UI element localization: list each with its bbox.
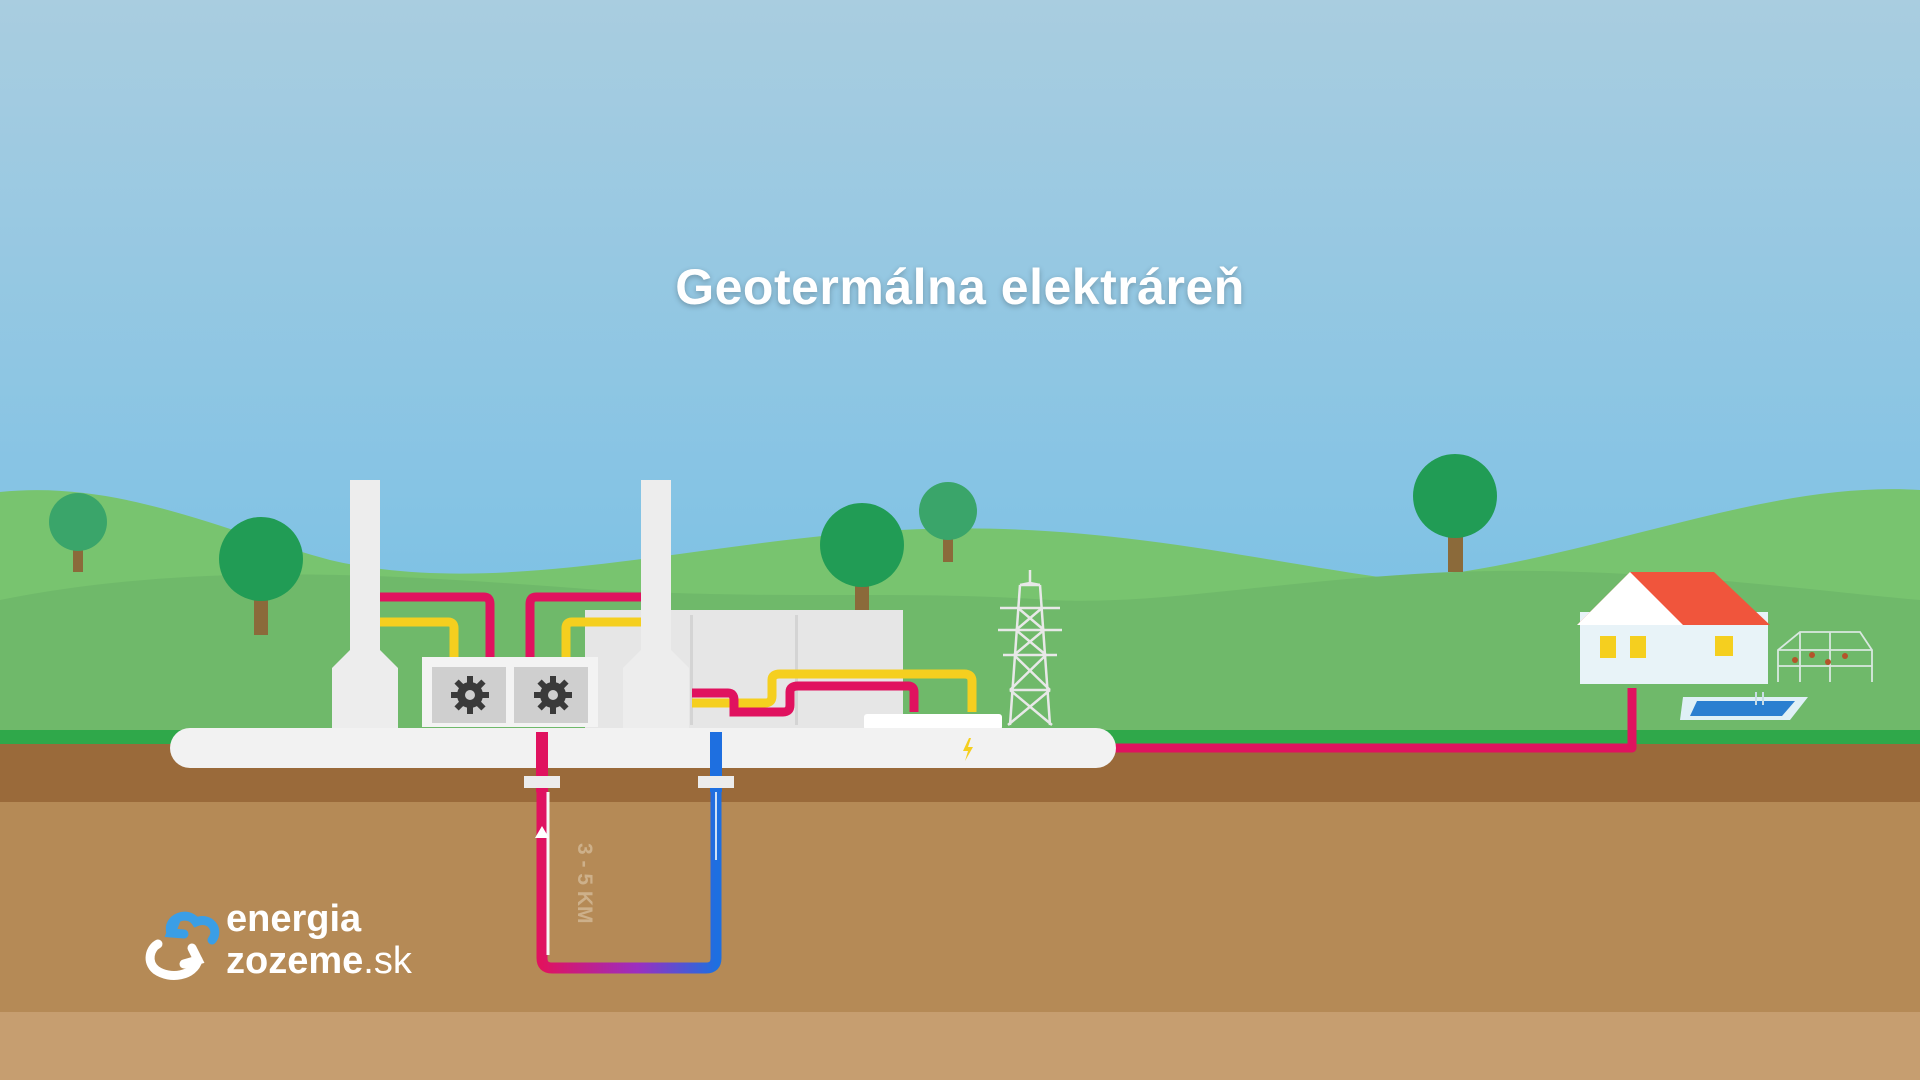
logo-line2-light: .sk (363, 940, 412, 982)
gear-icon (534, 676, 572, 714)
hot-pipe-right (525, 592, 641, 660)
soil-bottom (0, 1012, 1920, 1080)
tree-icon (820, 503, 904, 615)
pipe-collar (698, 776, 734, 788)
tree-icon (49, 493, 107, 572)
gear-icon (451, 676, 489, 714)
arrow-up-icon (535, 826, 549, 838)
tree-icon (1413, 454, 1497, 572)
hot-pipe-left (380, 592, 495, 660)
geothermal-loop (536, 768, 722, 974)
plant-platform (170, 728, 1116, 768)
power-cable-left (380, 617, 459, 660)
power-cable-hall (692, 669, 977, 712)
cooling-chimney (332, 480, 398, 728)
depth-label: 3 - 5 KM (573, 843, 596, 924)
lightning-icon (963, 738, 973, 761)
logo-icon (145, 911, 220, 980)
logo-line2-bold: zozeme (226, 940, 364, 982)
pylon-icon (998, 570, 1062, 726)
house-icon (1577, 572, 1770, 684)
power-cable-right (561, 617, 641, 660)
transformer-box (864, 714, 1002, 730)
tree-icon (219, 517, 303, 635)
soil-middle (0, 802, 1920, 1012)
turbine-unit (422, 657, 598, 727)
logo-line2: zozeme.sk (226, 940, 412, 982)
hot-pipe-hall (692, 681, 919, 717)
logo: energia zozeme.sk (136, 898, 436, 988)
greenhouse-icon (1777, 631, 1873, 682)
logo-text: energia zozeme.sk (226, 898, 412, 982)
pool-icon (1680, 692, 1808, 720)
hot-pipe-to-house (1110, 688, 1637, 753)
cooling-chimney (623, 480, 689, 728)
page-title: Geotermálna elektráreň (675, 259, 1245, 315)
logo-line1: energia (226, 898, 362, 940)
tree-icon (919, 482, 977, 562)
pipe-collar (524, 776, 560, 788)
